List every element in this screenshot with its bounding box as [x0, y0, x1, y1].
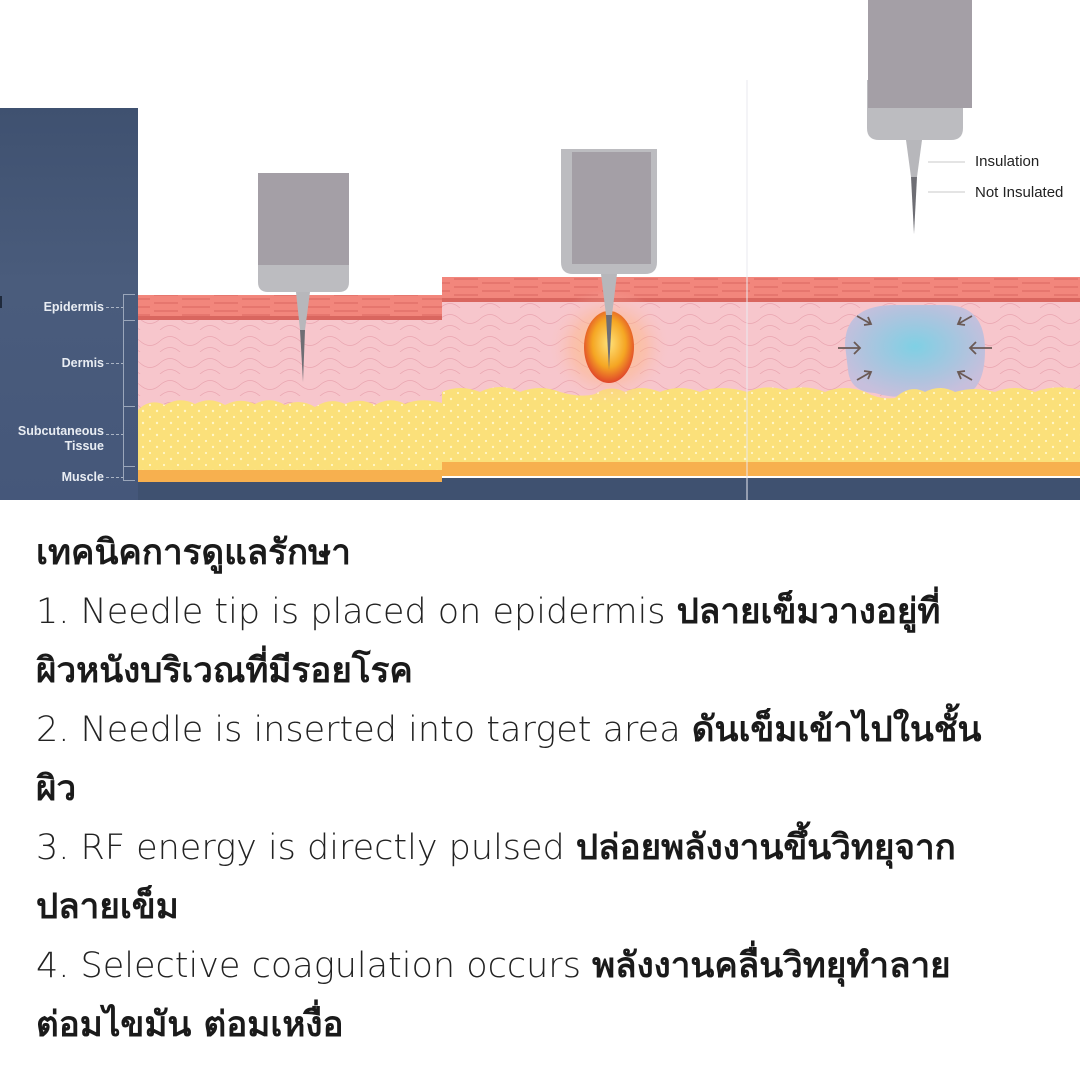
step-3-en: 3. RF energy is directly pulsed: [36, 828, 576, 868]
layer-label-panel: Epidermis Dermis Subcutaneous Tissue Mus…: [0, 108, 138, 500]
dash-dermis: [106, 363, 124, 364]
bracket-tick: [123, 320, 135, 321]
bracket-tick: [123, 480, 135, 481]
step-4-en: 4. Selective coagulation occurs: [36, 946, 593, 986]
skin-layers-illustration: [138, 0, 1080, 500]
step-1-en: 1. Needle tip is placed on epidermis: [36, 592, 677, 632]
bracket-tick: [123, 406, 135, 407]
step-2-cont: ผิว: [36, 769, 77, 809]
label-muscle: Muscle: [61, 470, 104, 484]
bracket-tick: [123, 466, 135, 467]
panel-needle-placement: [138, 173, 442, 482]
dash-muscle: [106, 477, 124, 478]
step-1: 1. Needle tip is placed on epidermis ปลา…: [36, 583, 1056, 642]
coagulation-zone: [845, 305, 985, 398]
step-2-th: ดันเข็มเข้าไปในชั้น: [691, 710, 982, 750]
step-1-th: ปลายเข็มวางอยู่ที่: [676, 592, 941, 632]
legend-insulation: Insulation: [975, 153, 1040, 170]
legend-not-insulated: Not Insulated: [975, 184, 1064, 201]
step-2: 2. Needle is inserted into target area ด…: [36, 701, 1056, 760]
label-dermis: Dermis: [61, 356, 104, 370]
panel-edge-mark: [0, 296, 6, 308]
bracket-tick: [123, 294, 135, 295]
step-1-cont: ผิวหนังบริเวณที่มีรอยโรค: [36, 651, 413, 691]
layer-bracket: [123, 294, 136, 480]
panel-selective-coagulation: [746, 0, 1080, 500]
step-4-cont: ต่อมไขมัน ต่อมเหงื่อ: [36, 1005, 344, 1045]
inward-arrows-icon: [838, 315, 992, 381]
heading: เทคนิคการดูแลรักษา: [36, 533, 351, 573]
label-subcutaneous: Subcutaneous: [17, 424, 104, 438]
label-tissue: Tissue: [64, 439, 104, 453]
dash-epidermis: [106, 307, 124, 308]
dash-subcutaneous: [106, 434, 124, 435]
rf-microneedle-diagram: Epidermis Dermis Subcutaneous Tissue Mus…: [0, 0, 1080, 500]
step-4: 4. Selective coagulation occurs พลังงานค…: [36, 937, 1056, 996]
step-3-cont: ปลายเข็ม: [36, 887, 179, 927]
step-3-th: ปล่อยพลังงานขึ้นวิทยุจาก: [575, 828, 956, 868]
step-4-th: พลังงานคลื่นวิทยุทำลาย: [592, 946, 951, 986]
panel-needle-insertion-rf-pulse: [442, 149, 747, 476]
step-3: 3. RF energy is directly pulsed ปล่อยพลั…: [36, 819, 1056, 878]
treatment-description: เทคนิคการดูแลรักษา 1. Needle tip is plac…: [36, 524, 1056, 1055]
label-epidermis: Epidermis: [43, 300, 104, 314]
step-2-en: 2. Needle is inserted into target area: [36, 710, 692, 750]
